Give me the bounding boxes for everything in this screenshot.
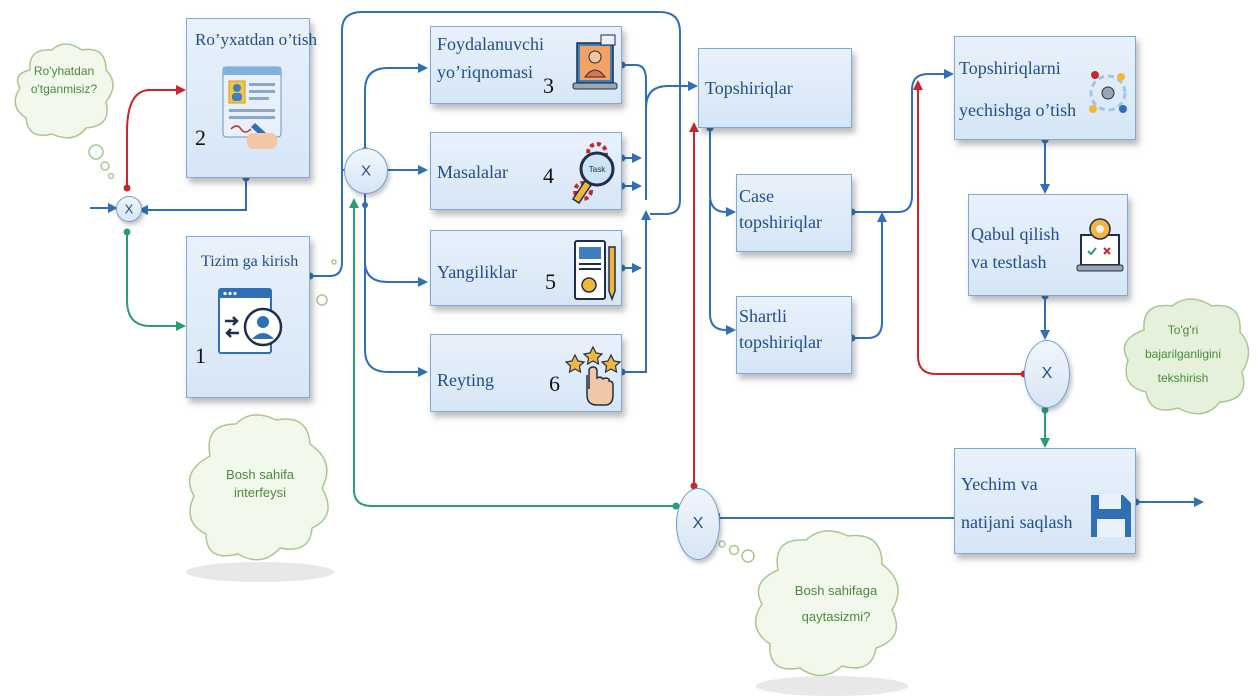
gateway-symbol: X	[360, 162, 371, 180]
check-line3: tekshirish	[1157, 371, 1209, 385]
go-solve-box[interactable]: Topshiriqlarni yechishga o’tish	[954, 36, 1136, 140]
tasks-box[interactable]: Topshiriqlar	[698, 48, 852, 128]
question-line1: Ro'yhatdan	[33, 64, 95, 78]
rating-label: Reyting	[437, 370, 494, 390]
login-label: Tizim ga kirish	[201, 253, 299, 270]
guide-label-line1: Foydalanuvchi	[437, 34, 544, 54]
gateway-main-menu[interactable]: X	[344, 148, 388, 194]
test-laptop-icon	[1076, 218, 1124, 272]
back-line2: qaytasizmi?	[801, 609, 871, 624]
back-cloud-text: Bosh sahifaga qaytasizmi?	[772, 578, 900, 630]
tasks-label: Topshiriqlar	[705, 78, 793, 98]
save-box[interactable]: Yechim va natijani saqlash	[954, 448, 1136, 554]
news-number: 5	[545, 269, 556, 294]
save-line2: natijani saqlash	[961, 512, 1073, 532]
cond-tasks-line1: Shartli	[739, 306, 787, 326]
problems-box[interactable]: Masalalar 4 Task	[430, 132, 622, 210]
home-line1: Bosh sahifa	[226, 467, 294, 482]
rating-box[interactable]: Reyting 6	[430, 334, 622, 412]
question-registered-text: Ro'yhatdan o'tganmisiz?	[20, 62, 108, 98]
solution-cycle-icon	[1089, 71, 1127, 113]
register-number: 2	[195, 125, 206, 150]
rating-stars-icon	[565, 345, 621, 406]
back-line1: Bosh sahifaga	[794, 583, 878, 598]
question-line2: o'tganmisiz?	[30, 82, 98, 96]
conditional-tasks-box[interactable]: Shartli topshiriqlar	[736, 296, 852, 374]
save-line1: Yechim va	[961, 474, 1038, 494]
gateway-return[interactable]: X	[676, 488, 720, 560]
case-tasks-line2: topshiriqlar	[739, 212, 822, 232]
question-cloud	[14, 43, 114, 139]
login-box[interactable]: Tizim ga kirish 1	[186, 236, 310, 398]
gateway-symbol: X	[692, 515, 704, 532]
back-home-cloud	[754, 530, 908, 696]
case-tasks-box[interactable]: Case topshiriqlar	[736, 174, 852, 252]
home-line2: interfeysi	[233, 485, 287, 500]
news-label: Yangiliklar	[437, 262, 518, 282]
save-floppy-icon	[1091, 495, 1131, 537]
register-label: Ro’yxatdan o’tish	[195, 30, 317, 49]
task-tag-text: Task	[589, 165, 606, 174]
case-tasks-line1: Case	[739, 186, 774, 206]
guide-label-line2: yo’riqnomasi	[437, 62, 533, 82]
news-box[interactable]: Yangiliklar 5	[430, 230, 622, 306]
problems-number: 4	[543, 163, 554, 188]
go-solve-line2: yechishga o’tish	[959, 100, 1077, 120]
accept-test-box[interactable]: Qabul qilish va testlash	[968, 194, 1128, 296]
check-cloud-text: To'g'ri bajarilganligini tekshirish	[1124, 318, 1242, 390]
check-line2: bajarilganligini	[1144, 347, 1222, 361]
home-cloud	[186, 414, 334, 582]
register-box[interactable]: Ro’yxatdan o’tish 2	[186, 18, 317, 178]
login-user-icon	[218, 288, 283, 354]
task-search-icon: Task	[571, 142, 615, 205]
accept-line1: Qabul qilish	[971, 224, 1060, 244]
gateway-symbol: X	[1041, 365, 1053, 382]
rating-number: 6	[549, 371, 560, 396]
gateway-registered[interactable]: X	[116, 196, 142, 222]
go-solve-line1: Topshiriqlarni	[959, 58, 1061, 78]
gateway-symbol: X	[124, 201, 134, 217]
check-line1: To'g'ri	[1167, 323, 1199, 337]
news-document-icon	[574, 240, 616, 302]
user-guide-icon	[572, 34, 618, 90]
login-number: 1	[195, 343, 206, 368]
cond-tasks-line2: topshiriqlar	[739, 332, 822, 352]
guide-number: 3	[543, 73, 554, 98]
gateway-check[interactable]: X	[1024, 340, 1070, 408]
accept-line2: va testlash	[971, 252, 1047, 272]
guide-box[interactable]: Foydalanuvchi yo’riqnomasi 3	[430, 26, 622, 104]
registration-form-icon	[222, 66, 282, 149]
home-cloud-text: Bosh sahifa interfeysi	[196, 466, 324, 502]
problems-label: Masalalar	[437, 162, 508, 182]
check-cloud	[1123, 298, 1250, 415]
